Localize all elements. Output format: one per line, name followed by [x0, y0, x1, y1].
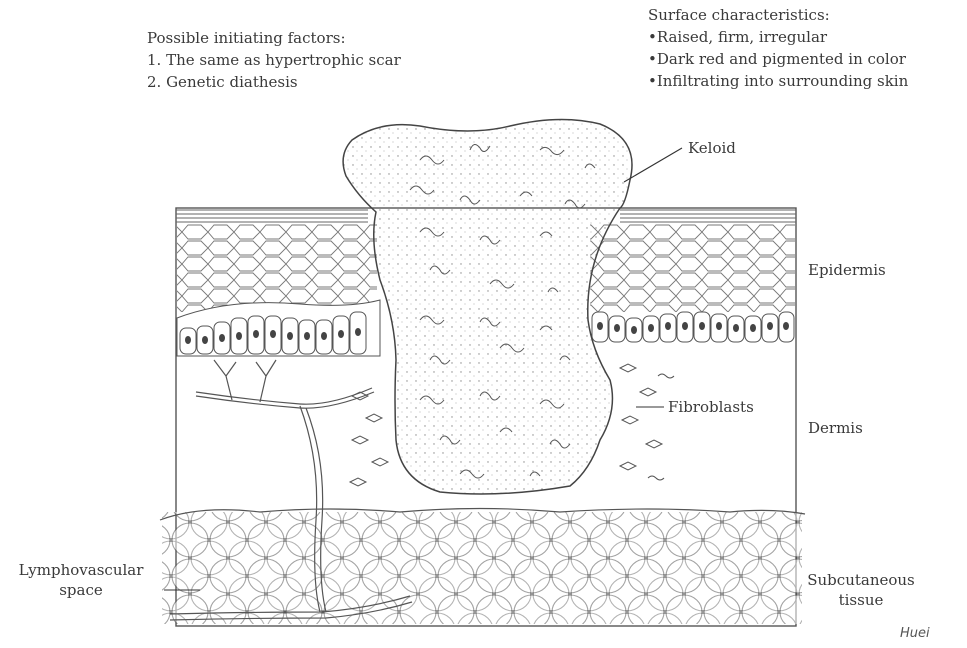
initiating-factor-2: 2. Genetic diathesis	[147, 71, 401, 93]
initiating-factors: Possible initiating factors: 1. The same…	[147, 27, 401, 93]
keloid-label: Keloid	[688, 138, 736, 158]
initiating-factor-1: 1. The same as hypertrophic scar	[147, 49, 401, 71]
epidermis-left	[177, 224, 377, 312]
fibroblasts-label: Fibroblasts	[668, 397, 754, 417]
surface-characteristic-2: •Dark red and pigmented in color	[648, 48, 908, 70]
surface-characteristics: Surface characteristics: •Raised, firm, …	[648, 4, 908, 92]
surface-characteristic-1: •Raised, firm, irregular	[648, 26, 908, 48]
epidermis-label: Epidermis	[808, 260, 886, 280]
artist-signature: Huei	[900, 626, 930, 641]
lymphovascular-label: Lymphovascular space	[6, 560, 156, 600]
surface-characteristics-title: Surface characteristics:	[648, 4, 908, 26]
basal-layer-right	[592, 312, 794, 342]
subcutaneous-label: Subcutaneous tissue	[806, 570, 916, 610]
surface-characteristic-3: •Infiltrating into surrounding skin	[648, 70, 908, 92]
epidermis-right	[590, 224, 795, 312]
initiating-factors-title: Possible initiating factors:	[147, 27, 401, 49]
dermis-label: Dermis	[808, 418, 863, 438]
